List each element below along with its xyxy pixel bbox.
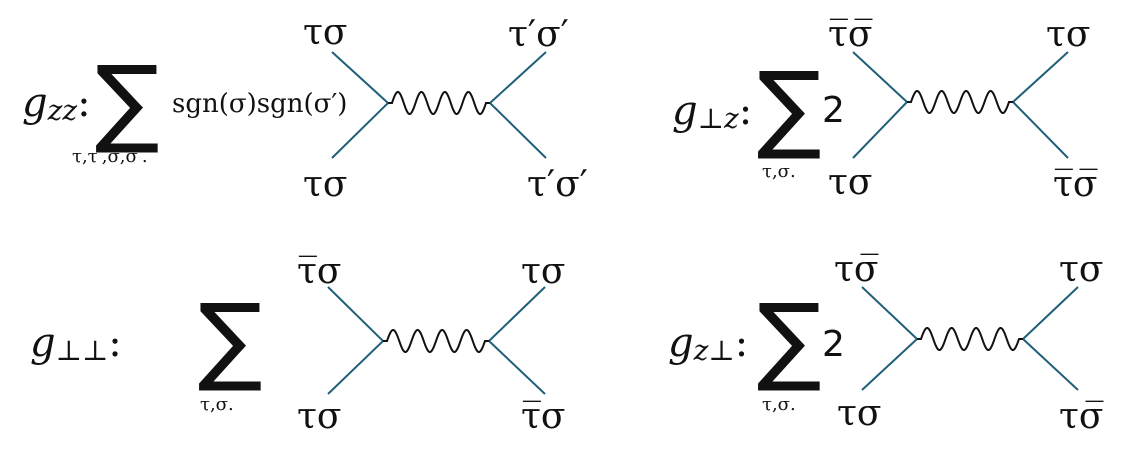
sum-limits-perp-perp: τ,σ. bbox=[200, 394, 234, 415]
label-out-bottom: τ̅σ bbox=[521, 396, 566, 437]
sum-limits-z-perp: τ,σ. bbox=[762, 394, 796, 415]
wavy-propagator bbox=[917, 327, 1023, 351]
label-in-bottom: τσ bbox=[837, 393, 882, 434]
leg-in-top bbox=[327, 286, 384, 342]
sum-symbol-z-perp: ∑ bbox=[757, 283, 822, 395]
wavy-propagator bbox=[383, 329, 489, 353]
label-in-bottom: τσ bbox=[297, 396, 342, 437]
wavy-propagator bbox=[388, 91, 490, 115]
label-out-top: τσ bbox=[521, 251, 566, 292]
diagram-z-perp: gz⊥: ∑ τ,σ. 2 τσ̅ τσ τσ τσ̅ bbox=[668, 249, 1104, 437]
diagram-perp-z: g⊥z: ∑ τ,σ. 2 τ̅σ̅ τσ τσ τ̅σ̅ bbox=[672, 14, 1098, 205]
sum-symbol-perp-z: ∑ bbox=[757, 51, 822, 163]
sum-limits-zz: τ,τ′,σ,σ′. bbox=[72, 146, 148, 167]
leg-out-bottom bbox=[489, 102, 547, 159]
sum-symbol-zz: ∑ bbox=[95, 45, 160, 157]
leg-out-bottom bbox=[1012, 101, 1069, 159]
diagram-perp-perp: g⊥⊥: ∑ τ,σ. τ̅σ τσ τσ τ̅σ bbox=[30, 251, 566, 437]
leg-out-bottom bbox=[488, 340, 546, 395]
sum-limits-perp-z: τ,σ. bbox=[762, 161, 796, 182]
leg-in-top bbox=[852, 51, 908, 103]
leg-in-bottom bbox=[331, 102, 389, 159]
leg-out-top bbox=[1012, 51, 1069, 103]
coupling-g-z-perp: gz⊥: bbox=[668, 320, 748, 367]
label-out-bottom: τ′σ′ bbox=[527, 164, 588, 205]
coefficient-perp-z: 2 bbox=[822, 90, 845, 131]
label-in-top: τσ bbox=[303, 12, 348, 53]
label-in-bottom: τσ bbox=[303, 164, 348, 205]
wavy-propagator bbox=[907, 90, 1013, 114]
label-out-top: τσ bbox=[1046, 14, 1091, 55]
leg-out-top bbox=[489, 51, 547, 104]
leg-in-bottom bbox=[861, 338, 918, 391]
label-in-top: τ̅σ̅ bbox=[828, 14, 873, 55]
label-out-bottom: τ̅σ̅ bbox=[1053, 164, 1098, 205]
label-in-top: τσ̅ bbox=[834, 249, 879, 290]
label-out-top: τσ bbox=[1059, 249, 1104, 290]
coefficient-zz: sgn(σ)sgn(σ′) bbox=[172, 89, 347, 119]
coupling-g-perp-perp: g⊥⊥: bbox=[30, 320, 122, 367]
label-out-top: τ′σ′ bbox=[508, 14, 569, 55]
sum-symbol-perp-perp: ∑ bbox=[198, 283, 263, 395]
leg-in-bottom bbox=[327, 340, 384, 395]
leg-in-top bbox=[331, 51, 389, 104]
leg-out-top bbox=[1022, 286, 1079, 340]
coefficient-z-perp: 2 bbox=[822, 324, 845, 365]
label-in-bottom: τσ bbox=[828, 162, 873, 203]
leg-out-top bbox=[488, 286, 546, 342]
leg-in-top bbox=[861, 286, 918, 340]
coupling-g-perp-z: g⊥z: bbox=[672, 88, 752, 135]
label-in-top: τ̅σ bbox=[297, 251, 342, 292]
diagram-zz: gzz: ∑ τ,τ′,σ,σ′. sgn(σ)sgn(σ′) τσ τσ τ′… bbox=[22, 12, 588, 205]
leg-out-bottom bbox=[1022, 338, 1079, 391]
coupling-g-zz: gzz: bbox=[22, 80, 91, 127]
leg-in-bottom bbox=[852, 101, 908, 159]
label-out-bottom: τσ̅ bbox=[1059, 396, 1104, 437]
